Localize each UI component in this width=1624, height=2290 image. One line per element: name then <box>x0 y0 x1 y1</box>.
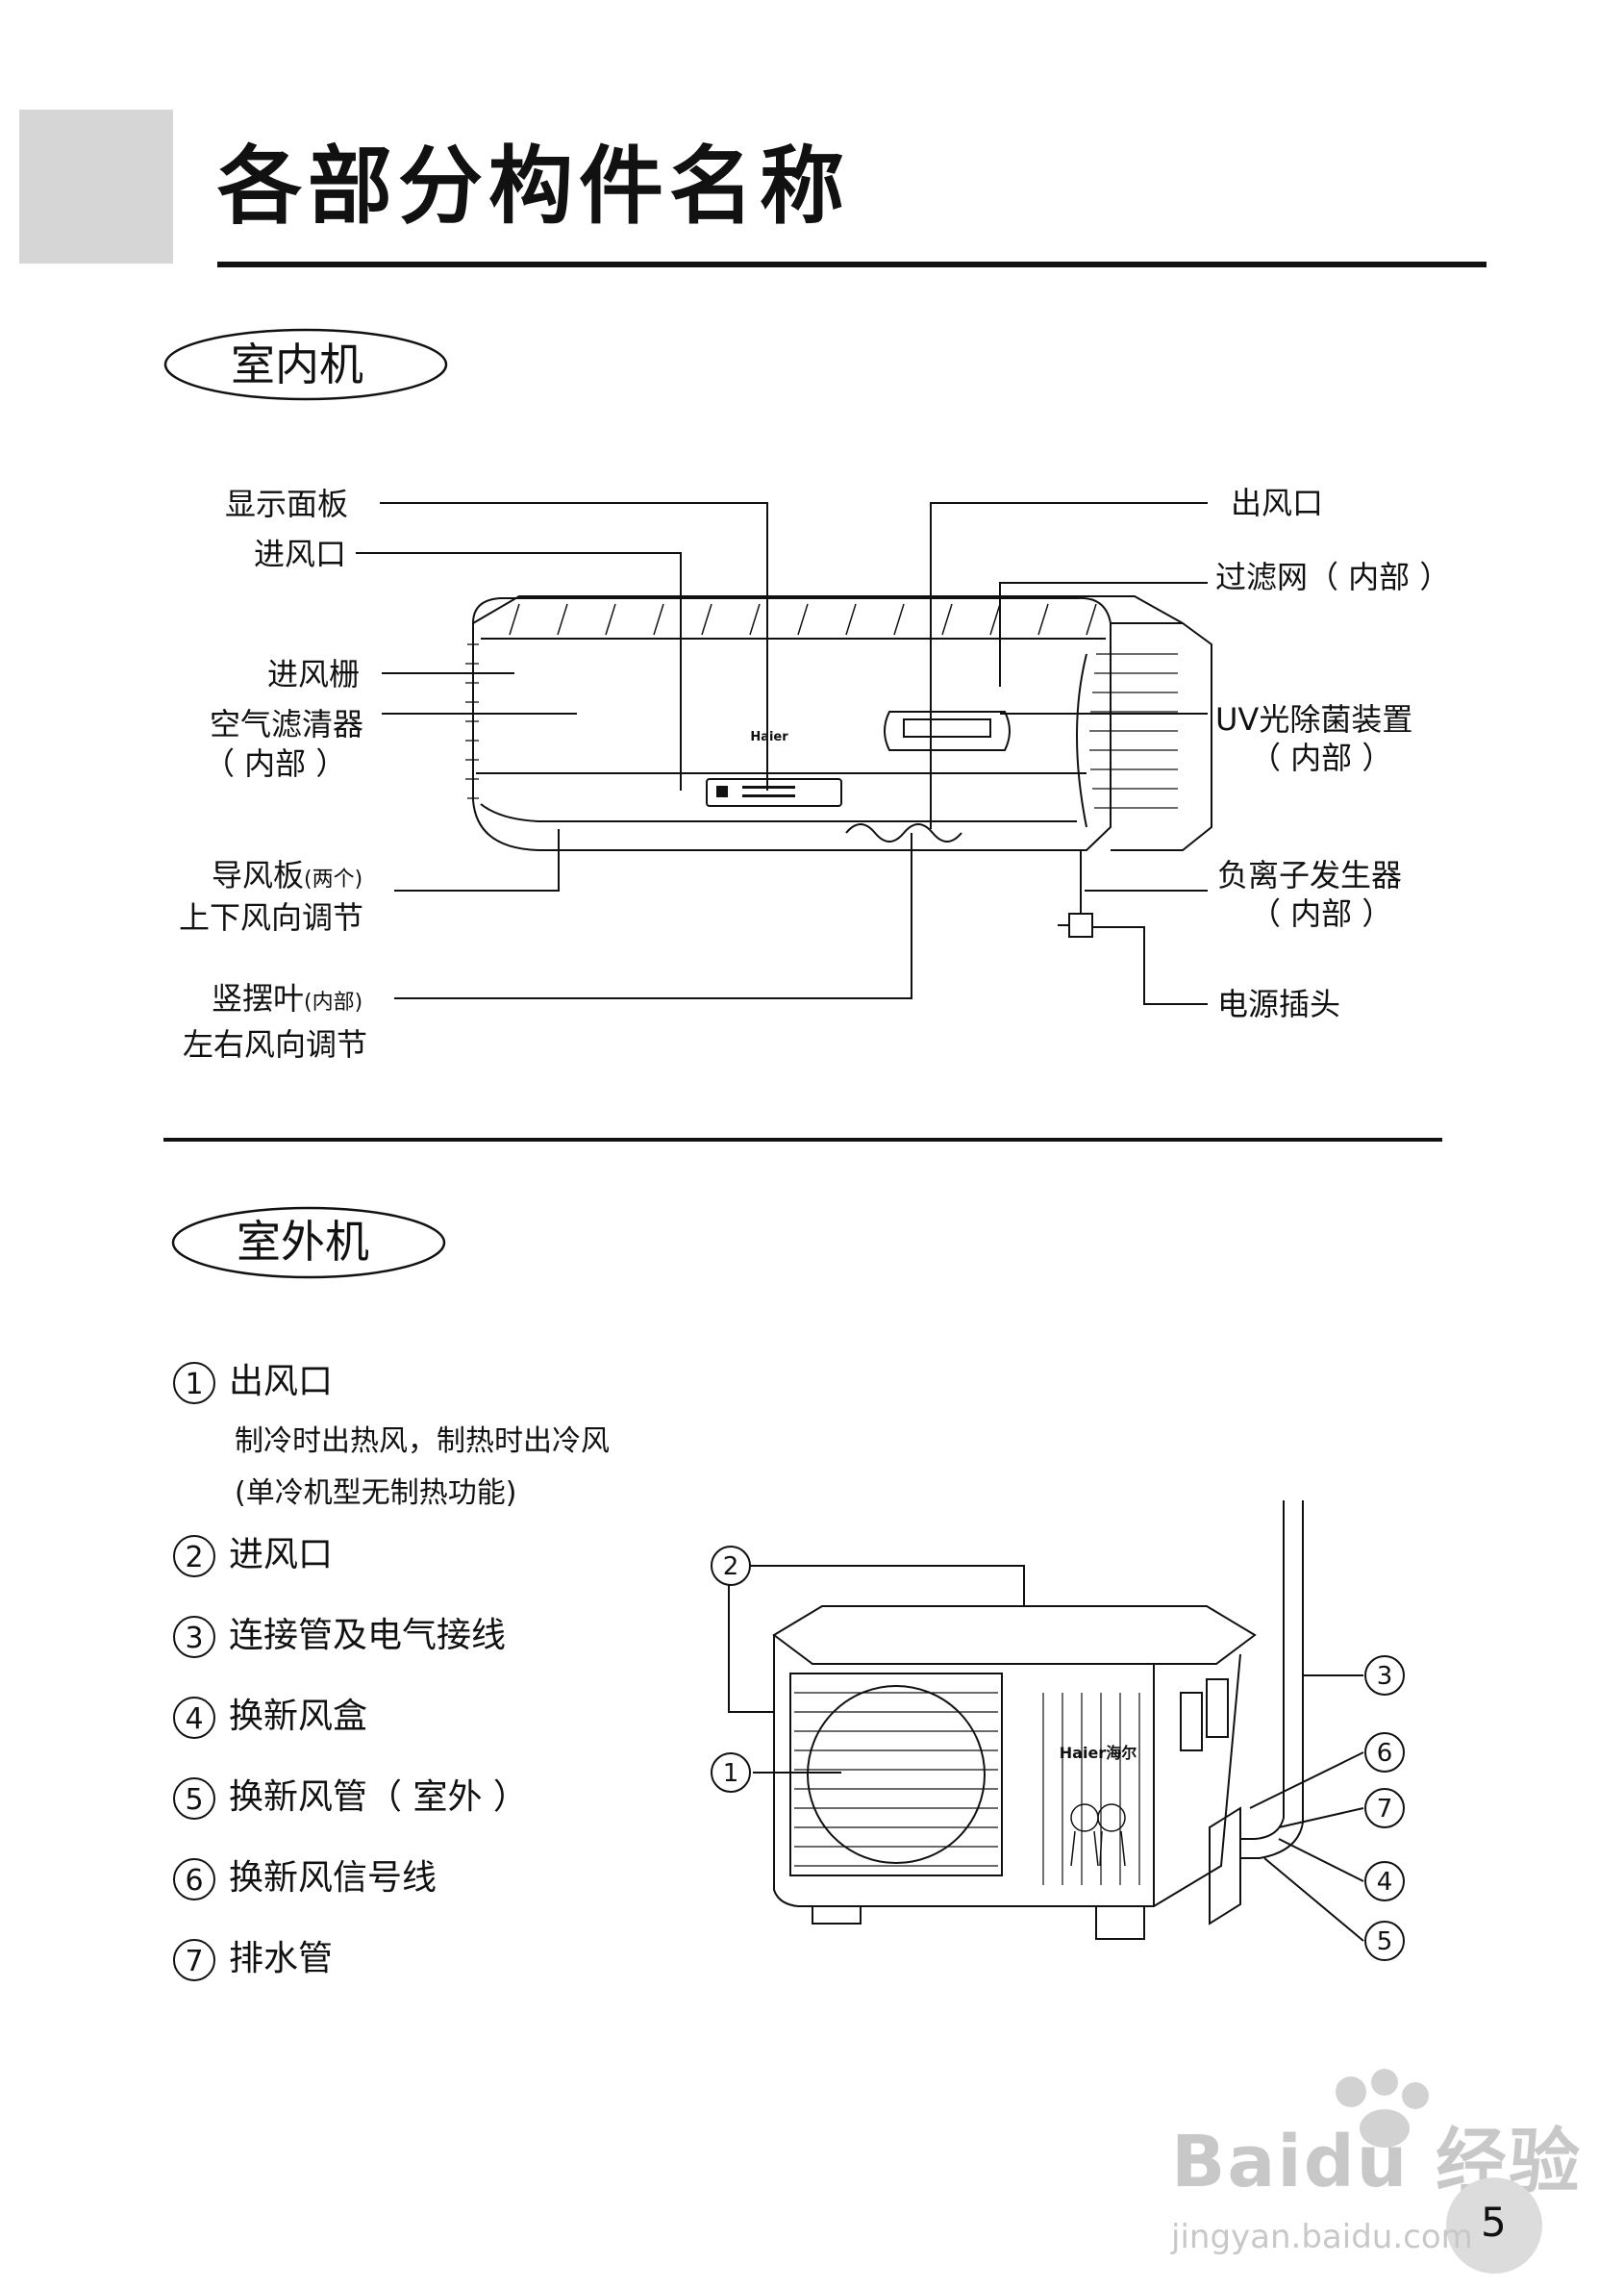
indoor-unit-body <box>472 596 1112 851</box>
section-divider <box>163 1138 1442 1142</box>
label-anion-generator: 负离子发生器 <box>1217 857 1403 893</box>
label-air-outlet: 出风口 <box>1231 485 1324 521</box>
indoor-unit-diagram: Haier <box>356 502 1212 1005</box>
label-anion-generator-note: （ 内部 ） <box>1250 895 1393 932</box>
indoor-section-title: 室内机 <box>231 339 363 390</box>
header-tab-block <box>19 110 173 264</box>
indoor-section-badge <box>163 328 448 401</box>
page-number-badge <box>1446 2177 1542 2274</box>
callout-3: 3 <box>1377 1662 1393 1691</box>
label-inlet-grille: 进风栅 <box>267 656 361 692</box>
callout-5: 5 <box>1377 1927 1393 1956</box>
baidu-watermark-logo <box>1336 2069 1429 2148</box>
label-filter-net: 过滤网（ 内部 ） <box>1215 559 1451 595</box>
watermark-url: jingyan.baidu.com <box>1171 2218 1473 2256</box>
title-underline <box>217 262 1487 267</box>
outdoor-item-1-note-2: (单冷机型无制热功能) <box>235 1476 517 1510</box>
leader-outdoor-5 <box>1263 1857 1364 1942</box>
leader-outdoor-4 <box>1278 1838 1364 1882</box>
label-uv-device: UV光除菌装置 <box>1215 701 1413 738</box>
leader-outdoor-6 <box>1249 1751 1364 1809</box>
label-air-filter-cleaner: 空气滤清器 <box>210 706 364 742</box>
outdoor-unit-diagram: 1 2 3 6 7 4 5 Haier海尔 <box>711 1500 1405 1961</box>
leader-outdoor-2b <box>728 1577 774 1713</box>
page-title: 各部分构件名称 <box>217 137 851 236</box>
outdoor-brand-logo: Haier海尔 <box>1060 1744 1137 1762</box>
leader-louver <box>394 829 560 892</box>
callout-4: 4 <box>1377 1868 1393 1897</box>
label-vertical-blade-note: 左右风向调节 <box>183 1026 368 1063</box>
leader-air-inlet <box>356 552 682 791</box>
label-air-filter-cleaner-note: （ 内部 ） <box>204 745 347 782</box>
callout-7: 7 <box>1377 1795 1393 1824</box>
outdoor-section-badge <box>171 1206 446 1279</box>
label-vertical-blade: 竖摆叶(内部) <box>212 980 363 1017</box>
mascot-illustration <box>1070 1803 1126 1867</box>
label-uv-device-note: （ 内部 ） <box>1250 740 1393 776</box>
leader-outdoor-7 <box>1278 1807 1364 1828</box>
outdoor-section-title: 室外机 <box>237 1216 369 1268</box>
label-louver-note: 上下风向调节 <box>179 899 364 936</box>
label-louver: 导风板(两个) <box>212 857 363 893</box>
callout-6: 6 <box>1377 1739 1393 1768</box>
callout-2: 2 <box>723 1552 739 1581</box>
label-display-panel: 显示面板 <box>225 486 349 522</box>
callout-1: 1 <box>723 1759 739 1788</box>
leader-filter-net <box>999 582 1208 687</box>
leader-vertical-blade <box>394 833 912 999</box>
leader-power-plug <box>1092 926 1208 1005</box>
label-air-inlet: 进风口 <box>254 536 347 572</box>
leader-display-panel <box>380 502 768 791</box>
leader-air-outlet <box>930 502 1208 829</box>
indoor-brand-logo: Haier <box>750 730 788 744</box>
label-power-plug: 电源插头 <box>1217 986 1341 1022</box>
outdoor-item-1-note-1: 制冷时出热风，制热时出冷风 <box>235 1424 610 1458</box>
outdoor-unit-body <box>773 1635 1241 1907</box>
leader-outdoor-2 <box>750 1565 1025 1606</box>
page-number: 5 <box>1481 2199 1507 2246</box>
